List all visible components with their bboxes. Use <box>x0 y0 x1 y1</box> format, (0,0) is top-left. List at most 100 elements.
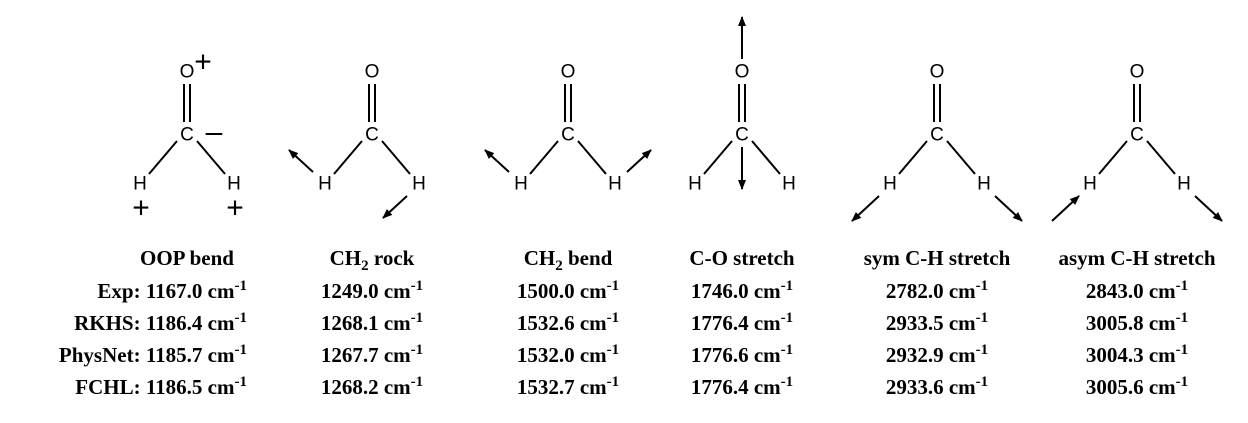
mode-name-rest: rock <box>369 246 415 270</box>
value-unit: cm <box>384 279 411 303</box>
displacement-arrow <box>382 195 408 219</box>
single-bond-right <box>196 140 226 175</box>
value-cell: 1532.0 cm-1 <box>517 342 619 367</box>
value-number: 1776.4 <box>691 375 754 399</box>
hydrogen-atom-right: H <box>782 174 796 195</box>
row-first-cell: FCHL: 1186.5 cm-1 <box>75 374 247 399</box>
mode-name: CH <box>330 246 362 270</box>
mode-subscript: 2 <box>361 258 369 274</box>
value-cell: 1776.4 cm-1 <box>691 374 793 399</box>
mode-label: OOP bend <box>140 246 234 270</box>
row-label: FCHL: <box>75 375 146 399</box>
unit-exponent: -1 <box>1176 310 1189 326</box>
value-number: 1532.0 <box>517 343 580 367</box>
unit-exponent: -1 <box>976 310 989 326</box>
value-cell: 2782.0 cm-1 <box>886 278 988 303</box>
mode-name-rest: bend <box>563 246 613 270</box>
unit-exponent: -1 <box>411 310 424 326</box>
value-unit: cm <box>949 375 976 399</box>
value-cell: 2843.0 cm-1 <box>1086 278 1188 303</box>
oxygen-atom: O <box>930 62 945 83</box>
value-cell: 1267.7 cm-1 <box>321 342 423 367</box>
value-unit: cm <box>1149 311 1176 335</box>
plus-sign: + <box>226 192 244 225</box>
value-number: 2933.5 <box>886 311 949 335</box>
value-unit: cm <box>949 343 976 367</box>
single-bond-left <box>703 140 733 175</box>
single-bond-right <box>1146 140 1176 175</box>
hydrogen-atom-right: H <box>977 174 991 195</box>
carbon-atom: C <box>561 125 575 146</box>
value-number: 1776.6 <box>691 343 754 367</box>
value-unit: cm <box>1149 343 1176 367</box>
value-number: 1776.4 <box>691 311 754 335</box>
unit-exponent: -1 <box>976 374 989 390</box>
value-cell: 3005.6 cm-1 <box>1086 374 1188 399</box>
single-bond-right <box>751 140 781 175</box>
hydrogen-atom-right: H <box>608 174 622 195</box>
minus-sign: – <box>206 116 223 149</box>
value-cell: 2932.9 cm-1 <box>886 342 988 367</box>
oxygen-atom: O <box>561 62 576 83</box>
value-cell: 1500.0 cm-1 <box>517 278 619 303</box>
value-number: 1186.4 <box>146 311 208 335</box>
oxygen-atom: O <box>180 62 195 83</box>
mode-label: CH2 rock <box>330 246 415 274</box>
value-unit: cm <box>949 279 976 303</box>
value-unit: cm <box>1149 279 1176 303</box>
value-cell: 1532.6 cm-1 <box>517 310 619 335</box>
unit-exponent: -1 <box>781 310 794 326</box>
value-number: 1500.0 <box>517 279 580 303</box>
displacement-arrow <box>851 195 880 222</box>
row-first-cell: Exp: 1167.0 cm-1 <box>97 278 247 303</box>
single-bond-left <box>1098 140 1128 175</box>
row-label: RKHS: <box>74 311 146 335</box>
value-number: 2782.0 <box>886 279 949 303</box>
unit-exponent: -1 <box>235 342 248 358</box>
value-unit: cm <box>384 311 411 335</box>
value-unit: cm <box>384 343 411 367</box>
value-number: 1268.2 <box>321 375 384 399</box>
value-unit: cm <box>208 279 235 303</box>
value-number: 1267.7 <box>321 343 384 367</box>
mode-name: C-O stretch <box>689 246 794 270</box>
row-first-cell: RKHS: 1186.4 cm-1 <box>74 310 247 335</box>
mode-label: asym C-H stretch <box>1058 246 1215 270</box>
mode-subscript: 2 <box>555 258 563 274</box>
unit-exponent: -1 <box>976 342 989 358</box>
value-unit: cm <box>754 279 781 303</box>
value-unit: cm <box>1149 375 1176 399</box>
displacement-arrow <box>1051 195 1080 222</box>
unit-exponent: -1 <box>607 374 620 390</box>
value-number: 1746.0 <box>691 279 754 303</box>
single-bond-left <box>148 140 178 175</box>
single-bond-left <box>898 140 928 175</box>
unit-exponent: -1 <box>411 278 424 294</box>
value-number: 2843.0 <box>1086 279 1149 303</box>
value-number: 1532.6 <box>517 311 580 335</box>
value-number: 3005.6 <box>1086 375 1149 399</box>
row-label: PhysNet: <box>59 343 146 367</box>
hydrogen-atom-left: H <box>688 174 702 195</box>
mode-name: asym C-H stretch <box>1058 246 1215 270</box>
displacement-arrow <box>288 149 314 173</box>
displacement-arrow <box>626 149 652 173</box>
unit-exponent: -1 <box>607 342 620 358</box>
carbon-atom: C <box>735 125 749 146</box>
value-cell: 3005.8 cm-1 <box>1086 310 1188 335</box>
mode-name: OOP bend <box>140 246 234 270</box>
displacement-arrow <box>484 149 510 173</box>
single-bond-right <box>946 140 976 175</box>
value-number: 1532.7 <box>517 375 580 399</box>
unit-exponent: -1 <box>411 342 424 358</box>
carbon-atom: C <box>365 125 379 146</box>
value-unit: cm <box>754 375 781 399</box>
value-unit: cm <box>208 375 235 399</box>
value-cell: 2933.5 cm-1 <box>886 310 988 335</box>
value-number: 1185.7 <box>146 343 208 367</box>
hydrogen-atom-left: H <box>514 174 528 195</box>
